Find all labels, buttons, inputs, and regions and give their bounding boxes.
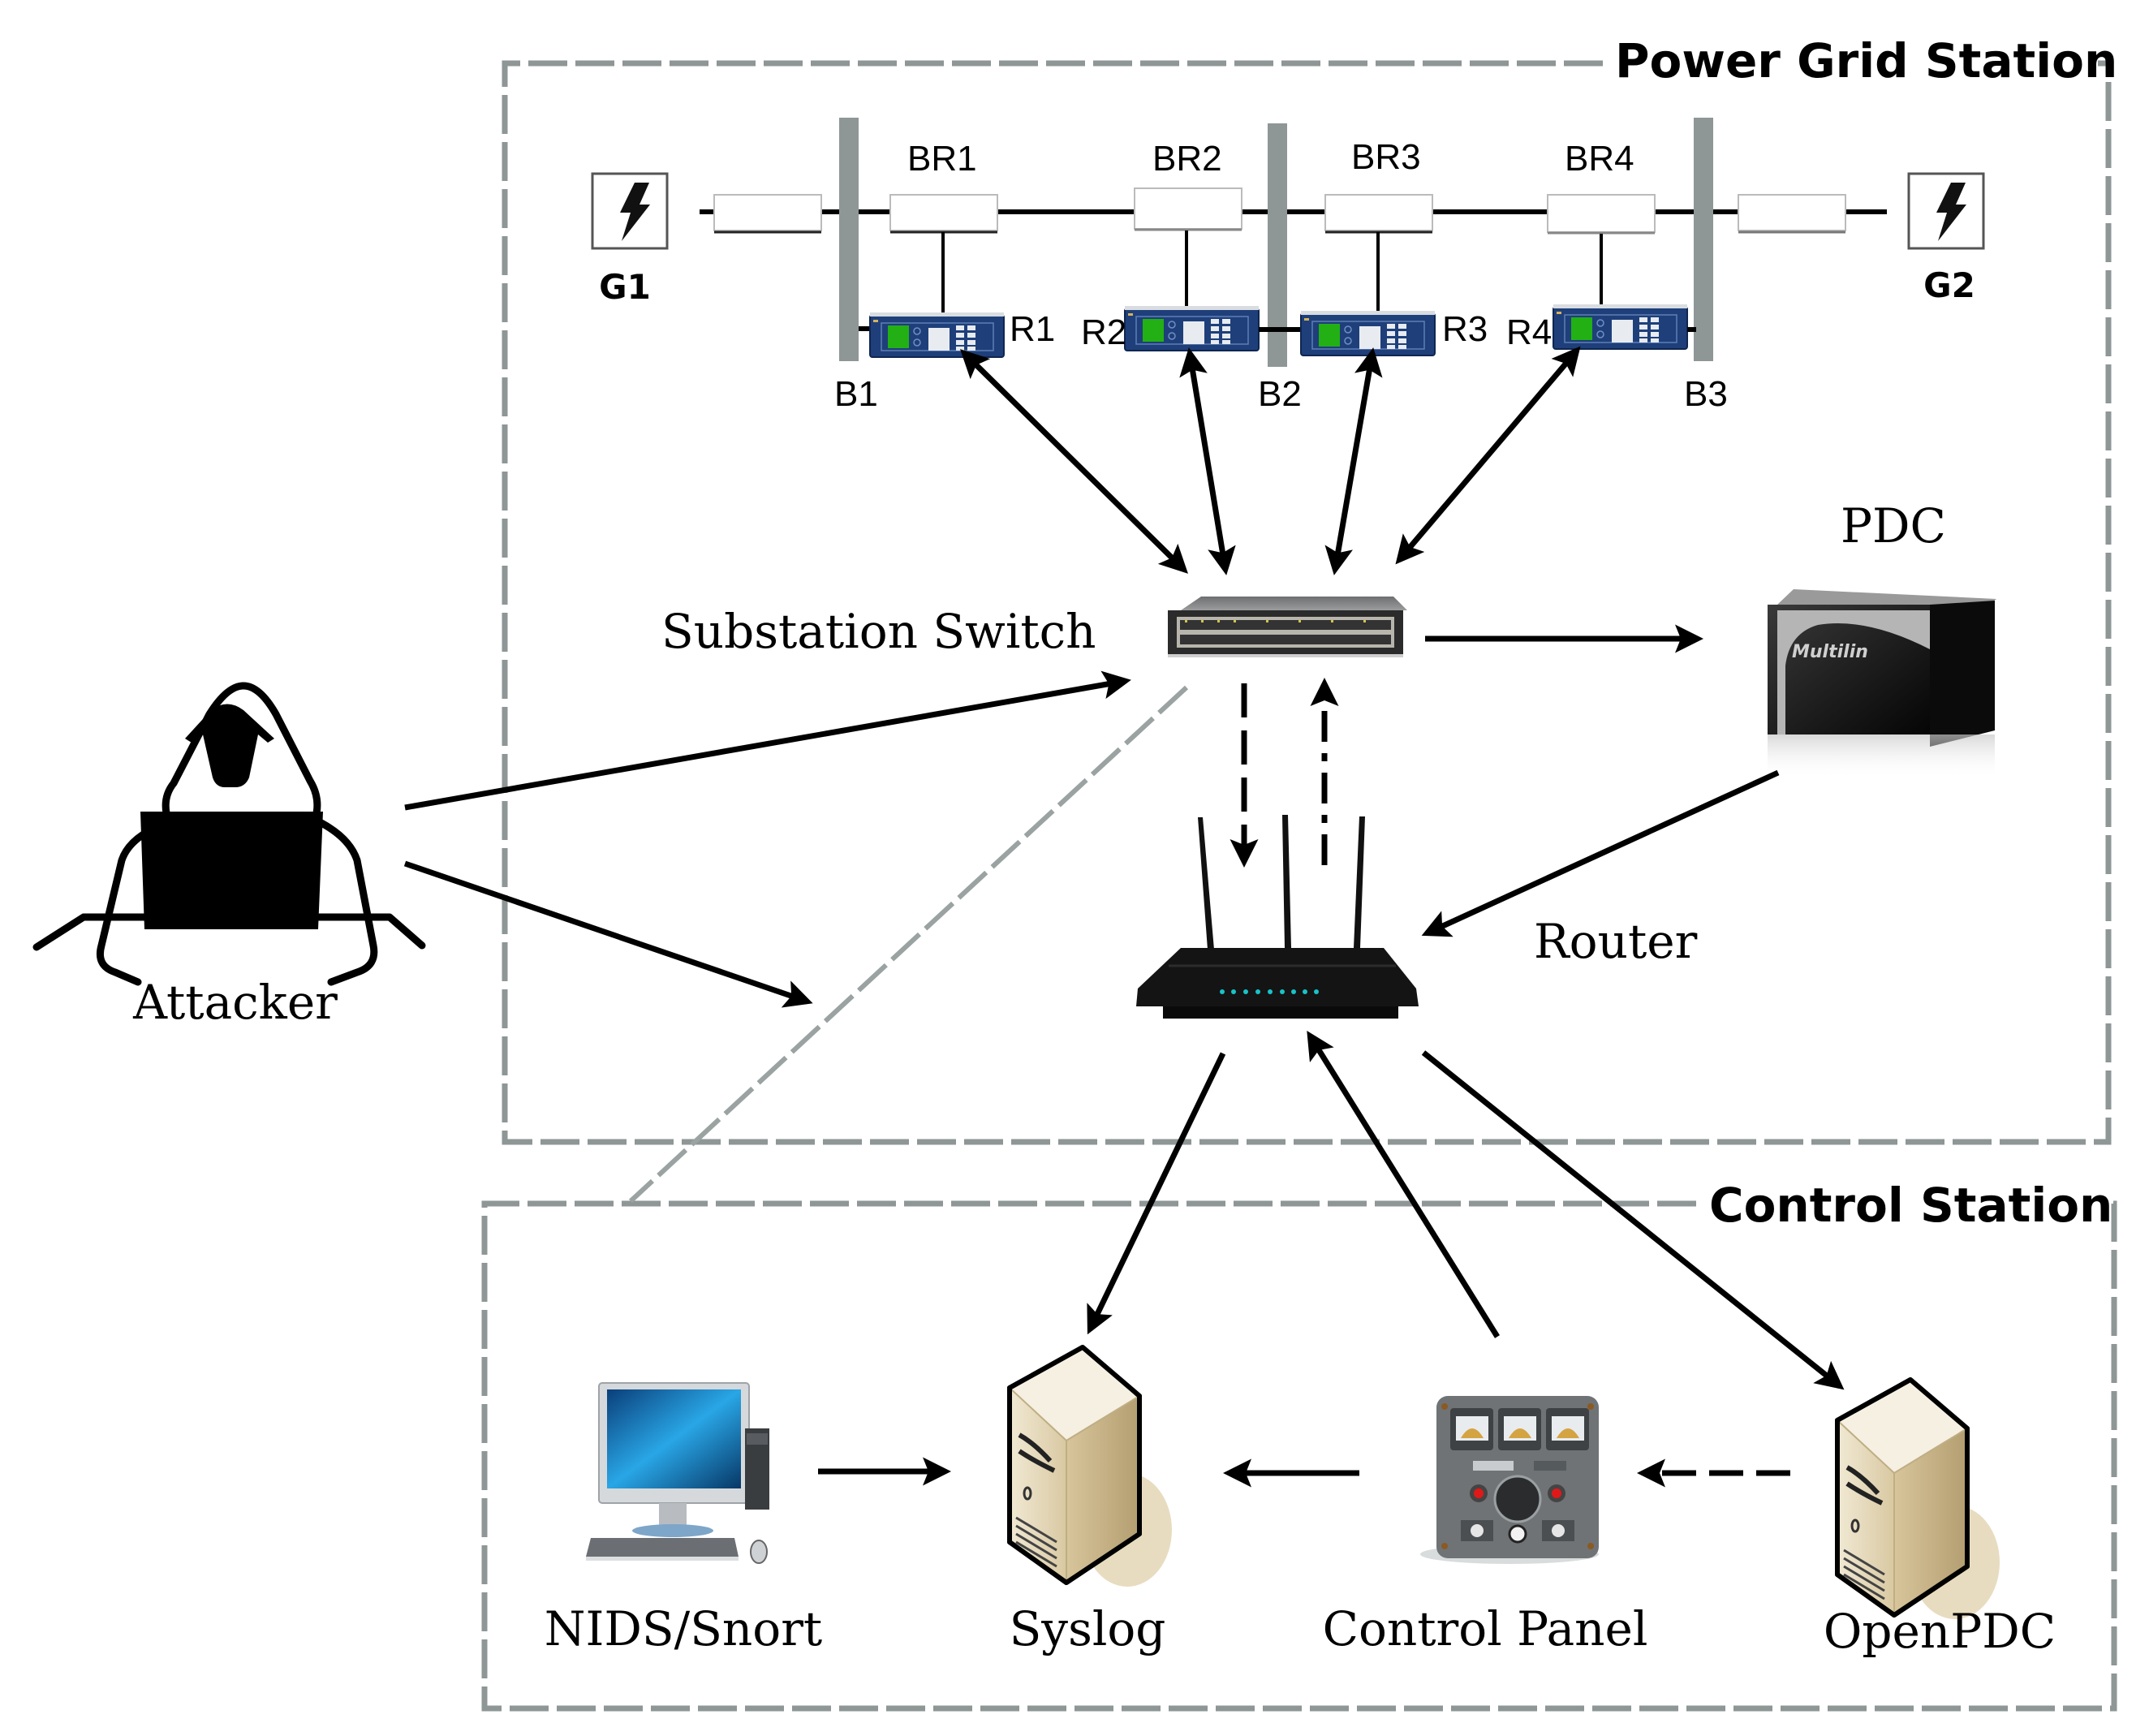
control-panel-label: Control Panel xyxy=(1323,1601,1648,1656)
breaker-box xyxy=(1324,194,1433,231)
pdc-rack-icon xyxy=(1777,589,1996,607)
generator-label: G2 xyxy=(1923,265,1975,305)
generator-G1: G1 xyxy=(591,172,669,307)
breaker-label: BR4 xyxy=(1565,139,1634,179)
syslog[interactable]: Syslog xyxy=(1010,1347,1172,1656)
edge-r4-switch xyxy=(1395,346,1581,565)
control-station-zone: Control Station xyxy=(481,1178,2117,1712)
openpdc[interactable]: OpenPDC xyxy=(1824,1380,2056,1659)
bus-B3: B3 xyxy=(1684,118,1728,414)
protective-relay-icon xyxy=(1124,305,1260,351)
edge-attacker-link xyxy=(403,860,813,1008)
protective-relay-icon xyxy=(869,312,1005,358)
nids-snort[interactable]: NIDS/Snort xyxy=(545,1382,822,1656)
nids-snort-label: NIDS/Snort xyxy=(545,1601,822,1656)
relay-label: R4 xyxy=(1506,312,1552,352)
breaker-BR3: BR3 xyxy=(1324,137,1433,312)
protective-relay-icon xyxy=(1553,304,1688,350)
edge-r1-switch xyxy=(960,349,1188,574)
server-tower-icon xyxy=(1837,1380,2000,1619)
control-station-title: Control Station xyxy=(1709,1178,2112,1233)
power-grid-station-boundary xyxy=(502,60,2112,1145)
trust-boundary-line xyxy=(628,685,1189,1204)
edge-pdc-router xyxy=(1421,769,1780,937)
bus-B1: B1 xyxy=(834,118,878,414)
openpdc-label: OpenPDC xyxy=(1824,1604,2056,1659)
pdc-brand: Multilin xyxy=(1792,642,1868,662)
breaker-box xyxy=(1547,194,1656,233)
pdc[interactable]: Multilin PDC xyxy=(1768,498,1996,779)
power-grid-station-title: Power Grid Station xyxy=(1615,33,2117,88)
relay-R1: R1 xyxy=(859,309,1055,358)
control-station-boundary xyxy=(481,1200,2117,1712)
relay-R2: R2 xyxy=(1081,305,1303,352)
breaker-box xyxy=(889,194,998,231)
edge-router-openpdc xyxy=(1421,1050,1845,1390)
relay-label: R3 xyxy=(1442,309,1488,349)
network-switch-icon xyxy=(1181,597,1407,610)
relay-R4: R4 xyxy=(1506,304,1696,352)
substation-switch-label: Substation Switch xyxy=(661,604,1096,659)
breaker-label: BR1 xyxy=(907,139,977,179)
bus-label: B3 xyxy=(1684,374,1728,414)
attacker[interactable]: Attacker xyxy=(32,682,426,1030)
relay-label: R1 xyxy=(1010,309,1055,349)
line-segment xyxy=(713,194,822,234)
bus-B2: B2 xyxy=(1258,123,1302,414)
bus-label: B2 xyxy=(1258,374,1302,414)
substation-switch[interactable]: Substation Switch xyxy=(661,597,1407,659)
edges xyxy=(403,346,1845,1488)
breaker-BR1: BR1 xyxy=(889,139,998,315)
pdc-label: PDC xyxy=(1841,498,1946,554)
bus-label: B1 xyxy=(834,374,878,414)
control-panel[interactable]: Control Panel xyxy=(1323,1396,1648,1656)
protective-relay-icon xyxy=(1300,310,1436,356)
breaker-BR4: BR4 xyxy=(1547,139,1656,306)
router[interactable]: Router xyxy=(1136,815,1698,1019)
generator-label: G1 xyxy=(599,267,651,307)
line-segment xyxy=(1738,194,1846,234)
edge-r2-switch xyxy=(1179,347,1236,575)
edge-router-syslog xyxy=(1087,1052,1226,1335)
server-tower-icon xyxy=(1010,1347,1172,1587)
attacker-label: Attacker xyxy=(132,975,338,1030)
power-grid-station-zone: Power Grid Station xyxy=(502,33,2117,1145)
lightning-bolt-icon xyxy=(1907,172,1985,250)
wifi-router-icon xyxy=(1136,815,1419,1019)
breaker-BR2: BR2 xyxy=(1134,139,1242,308)
edge-r3-switch xyxy=(1324,347,1383,575)
breaker-box xyxy=(1134,187,1242,230)
breaker-label: BR2 xyxy=(1152,139,1222,179)
generator-G2: G2 xyxy=(1907,172,1985,305)
desktop-computer-icon xyxy=(586,1382,769,1564)
syslog-label: Syslog xyxy=(1010,1601,1166,1656)
relay-label: R2 xyxy=(1081,312,1126,352)
edge-attacker-switch xyxy=(404,670,1131,811)
relay-R3: R3 xyxy=(1300,309,1488,356)
edge-controlpanel-router xyxy=(1307,1031,1500,1338)
breaker-label: BR3 xyxy=(1351,137,1421,177)
bus-bar xyxy=(839,118,859,361)
bus-bar xyxy=(1268,123,1287,367)
router-label: Router xyxy=(1534,914,1698,969)
control-panel-icon xyxy=(1420,1396,1599,1564)
bus-bar xyxy=(1694,118,1713,361)
